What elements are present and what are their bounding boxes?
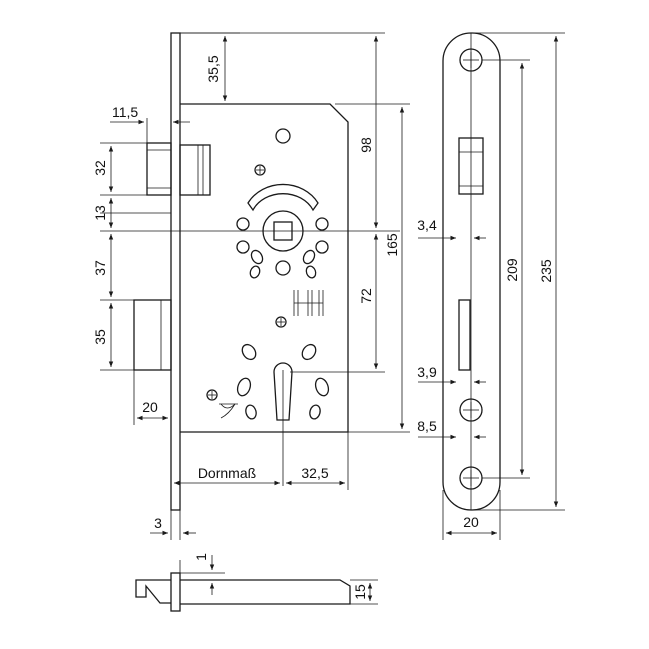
dim-20-plate: 20 (463, 514, 479, 530)
dim-3: 3 (154, 515, 162, 531)
mounting-hole (275, 128, 291, 144)
dimension-labels: 35,5 11,5 98 32 13 165 37 72 35 20 Dornm… (92, 55, 554, 600)
dim-35-5: 35,5 (205, 55, 221, 82)
dim-235: 235 (538, 259, 554, 283)
cylinder-cutout (273, 362, 293, 421)
dim-209: 209 (504, 258, 520, 282)
dim-3-4: 3,4 (417, 217, 437, 233)
screw-icon (459, 48, 483, 72)
dead-bolt (133, 299, 172, 371)
dim-8-5: 8,5 (417, 418, 437, 434)
screw-icon (459, 466, 483, 490)
dim-165: 165 (384, 233, 400, 257)
front-view (100, 32, 400, 511)
dim-20-bolt: 20 (142, 399, 158, 415)
screw-icon (459, 398, 483, 422)
dim-72: 72 (358, 288, 374, 304)
dim-35: 35 (92, 329, 108, 345)
screw-icon (206, 389, 238, 419)
dim-32: 32 (92, 160, 108, 176)
dim-13: 13 (92, 205, 108, 221)
latch-bolt (146, 142, 211, 196)
faceplate (170, 32, 181, 511)
lock-case (180, 103, 349, 433)
screw-icon (275, 316, 287, 328)
screw-icon (254, 164, 266, 176)
dim-1: 1 (193, 553, 209, 561)
lever-springs (293, 290, 324, 316)
dim-37: 37 (92, 260, 108, 276)
front-dimensions (100, 32, 410, 540)
bottom-view (135, 555, 378, 612)
dim-32-5: 32,5 (301, 465, 328, 481)
faceplate-front-view (418, 32, 565, 540)
arc-slot (247, 183, 319, 212)
dim-11-5: 11,5 (112, 104, 138, 120)
dim-98: 98 (358, 137, 374, 153)
dim-3-9: 3,9 (417, 364, 437, 380)
dim-dornmass: Dornmaß (198, 465, 256, 481)
dim-15: 15 (352, 584, 368, 600)
